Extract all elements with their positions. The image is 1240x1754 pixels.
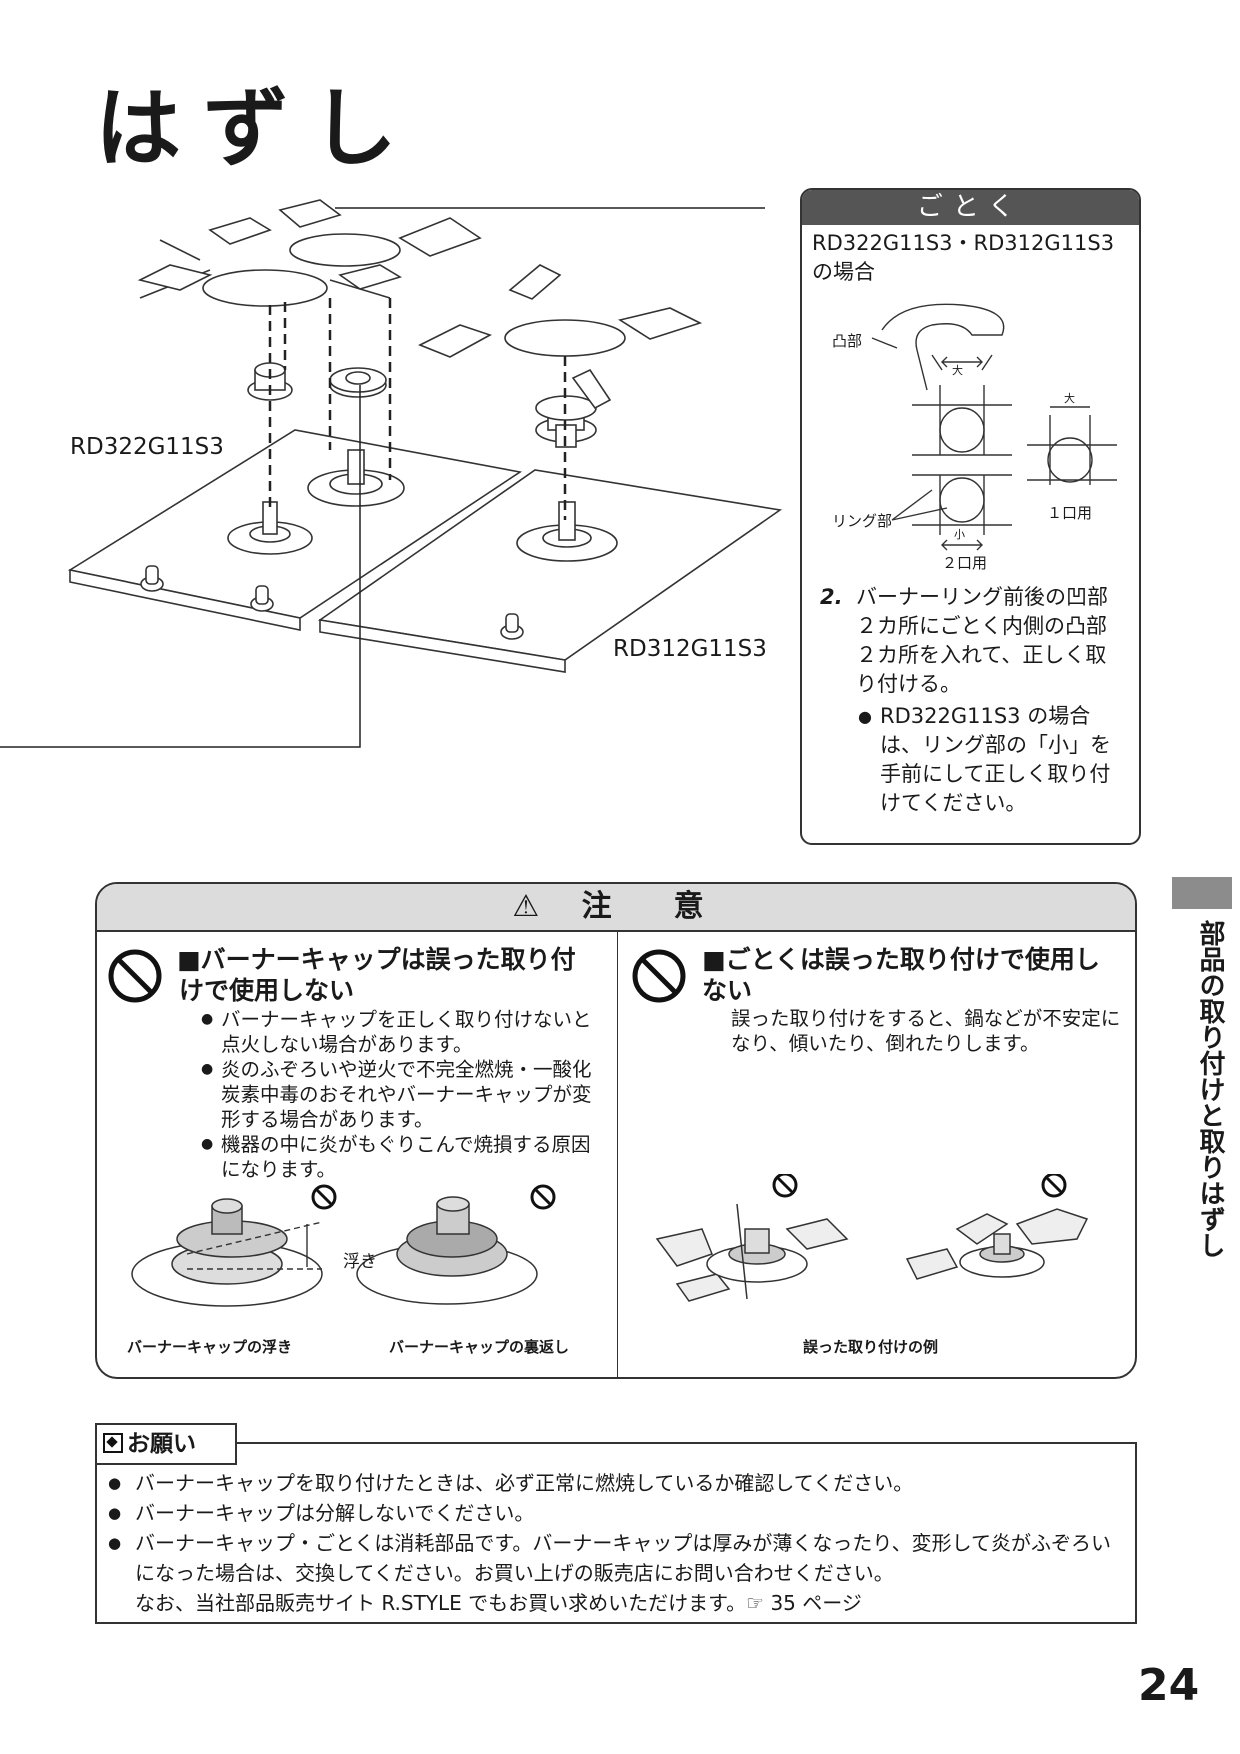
caution-left-bullet-1: バーナーキャップを正しく取り付けないと点火しない場合があります。 <box>201 1007 593 1057</box>
caution-right-text: 誤った取り付けをすると、鍋などが不安定になり、傾いたり、倒れたりします。 <box>731 1007 1121 1055</box>
caution-left-bullet-2: 炎のふぞろいや逆火で不完全燃焼・一酸化炭素中毒のおそれやバーナーキャップが変形す… <box>201 1057 593 1132</box>
diamond-box-icon <box>103 1433 123 1453</box>
request-panel <box>95 1442 1137 1624</box>
step-text: バーナーリング前後の凹部２カ所にごとく内側の凸部２カ所を入れて、正しく取り付ける… <box>856 585 1108 696</box>
burner-cap-error-illustration <box>131 1184 556 1307</box>
burner-assembly-illustration <box>0 199 783 748</box>
caution-left-title: ■バーナーキャップは誤った取り付けで使用しない <box>177 945 576 1005</box>
page-title: はずし <box>95 78 419 179</box>
label-sho: 小 <box>954 528 965 541</box>
gotoku-ring-diagram <box>871 303 1117 551</box>
caution-panel: ⚠ 注 意 ■バーナーキャップは誤った取り付けで使用しない バーナーキャップを正… <box>95 882 1137 1379</box>
request-item-1: バーナーキャップを取り付けたときは、必ず正常に燃焼しているか確認してください。 <box>108 1468 1118 1498</box>
request-list: バーナーキャップを取り付けたときは、必ず正常に燃焼しているか確認してください。 … <box>108 1468 1118 1618</box>
gotoku-subheading: RD322G11S3・RD312G11S3の場合 <box>812 231 1115 284</box>
step-number: 2. <box>820 585 843 609</box>
model-label-rd312: RD312G11S3 <box>613 636 767 662</box>
request-tab-label: お願い <box>127 1431 196 1457</box>
request-item-2: バーナーキャップは分解しないでください。 <box>108 1498 1118 1528</box>
caption-gotoku-error: 誤った取り付けの例 <box>803 1338 939 1356</box>
gotoku-step-2: 2. バーナーリング前後の凹部２カ所にごとく内側の凸部２カ所を入れて、正しく取り… <box>820 583 1120 818</box>
uki-label: 浮き <box>343 1252 377 1272</box>
label-dai-1: 大 <box>1064 392 1075 405</box>
section-tab-marker <box>1172 877 1232 909</box>
section-tab-label: 部品の取り付けと取りはずし <box>1195 920 1225 1258</box>
caution-heading: ⚠ 注 意 <box>97 884 1135 932</box>
caution-left-bullets: バーナーキャップを正しく取り付けないと点火しない場合があります。 炎のふぞろいや… <box>201 1007 593 1182</box>
request-tab: お願い <box>95 1423 237 1465</box>
page-number: 24 <box>1138 1660 1200 1711</box>
caution-divider <box>617 932 618 1377</box>
step-bullet: RD322G11S3 の場合は、リング部の「小」を手前にして正しく取り付けてくだ… <box>858 702 1120 818</box>
model-label-rd322: RD322G11S3 <box>70 434 224 460</box>
label-dai-2: 大 <box>952 364 963 377</box>
gotoku-panel: ごとく RD322G11S3・RD312G11S3の場合 凸部 大 大 リング部… <box>800 188 1141 845</box>
label-two-burner: ２口用 <box>942 554 988 572</box>
label-totsubu: 凸部 <box>832 332 863 350</box>
prohibited-icon <box>632 949 686 1003</box>
caution-left-bullet-3: 機器の中に炎がもぐりこんで焼損する原因になります。 <box>201 1132 593 1182</box>
prohibited-icon <box>108 949 162 1003</box>
caption-cap-floating: バーナーキャップの浮き <box>127 1338 293 1356</box>
label-ring: リング部 <box>832 512 893 530</box>
caution-right-title: ■ごとくは誤った取り付けで使用しない <box>702 945 1100 1005</box>
request-item-3: バーナーキャップ・ごとくは消耗部品です。バーナーキャップは厚みが薄くなったり、変… <box>108 1528 1118 1588</box>
label-one-burner: １口用 <box>1047 504 1093 522</box>
caption-cap-upside-down: バーナーキャップの裏返し <box>389 1338 570 1356</box>
gotoku-error-illustration <box>655 1174 1089 1302</box>
request-note: なお、当社部品販売サイト R.STYLE でもお買い求めいただけます。☞ 35 … <box>135 1591 862 1615</box>
gotoku-heading: ごとく <box>802 190 1139 225</box>
